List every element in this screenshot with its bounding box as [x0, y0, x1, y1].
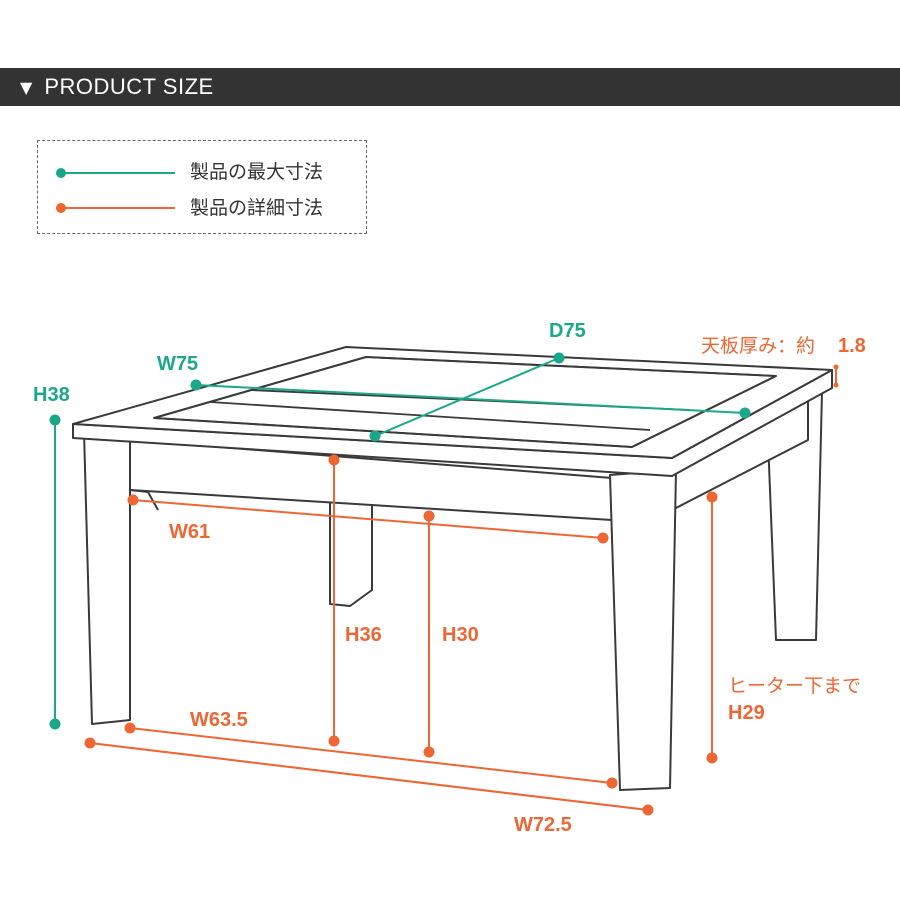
apron-corner [129, 489, 159, 511]
legend-label-detail: 製品の詳細寸法 [190, 197, 324, 219]
d75-dot-top [553, 352, 565, 364]
label-heater-clearance: ヒーター下まで [728, 675, 861, 697]
w63-5-line [129, 727, 613, 784]
leg-back-left [329, 489, 373, 607]
label-h30: H30 [442, 624, 479, 646]
thickness-dot-bottom [833, 382, 839, 388]
w61-dot-left [127, 494, 139, 506]
thickness-dot-top [833, 364, 839, 370]
detail-dimensions [84, 364, 839, 816]
label-w61: W61 [169, 521, 210, 543]
dimension-labels: W75 D75 H38 天板厚み：約 1.8 W61 H36 H30 ヒーター下… [33, 320, 866, 836]
w61-dot-right [597, 532, 609, 544]
label-w75: W75 [157, 353, 198, 375]
w63-5-dot-right [606, 777, 618, 789]
h29-dot-top [706, 491, 718, 503]
d75-dot-bottom [369, 430, 381, 442]
w75-line [195, 384, 746, 414]
w61-line [132, 499, 604, 539]
h38-dot-bottom [49, 718, 61, 730]
orange-line [60, 207, 175, 209]
d75-line [374, 357, 560, 437]
leg-front-right [609, 469, 677, 791]
label-h29: H29 [728, 702, 765, 724]
label-h36: H36 [345, 624, 382, 646]
max-dimensions [49, 352, 751, 730]
label-d75: D75 [549, 320, 586, 342]
w72-5-dot-right [642, 804, 654, 816]
teal-line [60, 172, 175, 174]
legend-label-max: 製品の最大寸法 [190, 161, 324, 183]
w75-dot-left [190, 379, 202, 391]
label-top-thickness-value: 1.8 [838, 335, 866, 357]
triangle-down-icon: ▼ [20, 77, 33, 97]
w63-5-dot-left [124, 722, 136, 734]
h38-dot-top [49, 414, 61, 426]
leg-front-left [83, 431, 131, 725]
h30-dot-bottom [423, 746, 435, 758]
legend-box: 製品の最大寸法 製品の詳細寸法 [37, 140, 367, 234]
w72-5-dot-left [84, 737, 96, 749]
table-drawing [72, 346, 833, 791]
label-h38: H38 [33, 384, 70, 406]
label-top-thickness: 天板厚み：約 [701, 335, 815, 357]
label-w63-5: W63.5 [190, 709, 248, 731]
h36-dot-bottom [328, 735, 340, 747]
label-w72-5: W72.5 [514, 814, 572, 836]
section-title: PRODUCT SIZE [44, 74, 214, 99]
w75-dot-right [739, 407, 751, 419]
h29-dot-bottom [706, 752, 718, 764]
section-header: ▼ PRODUCT SIZE [0, 68, 900, 106]
h36-dot-top [328, 454, 340, 466]
w72-5-line [89, 742, 649, 811]
h30-dot-top [423, 510, 435, 522]
